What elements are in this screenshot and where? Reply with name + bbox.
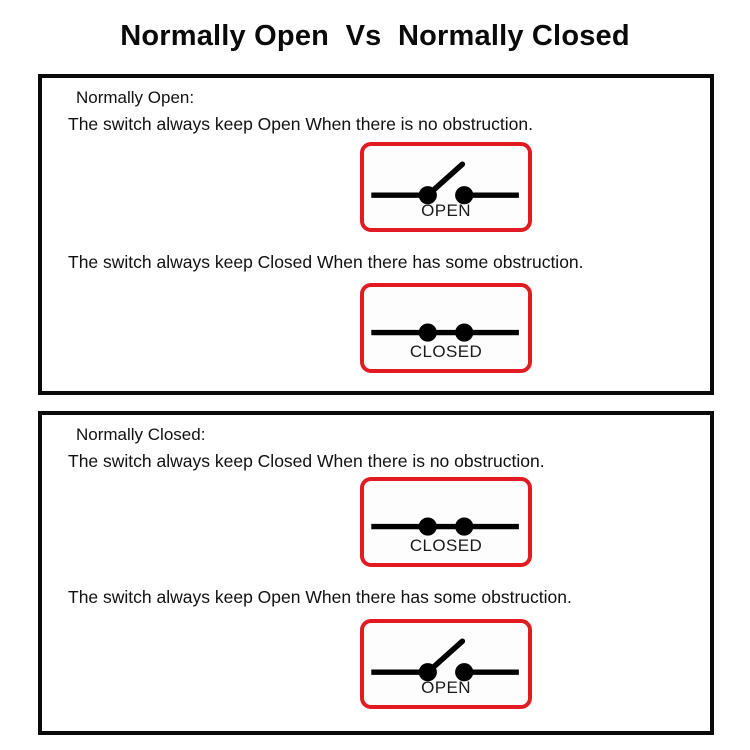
switch-symbol-open: OPEN xyxy=(360,142,532,232)
panel-heading-normally-closed: Normally Closed: xyxy=(76,425,206,444)
switch-closed-icon xyxy=(371,323,519,342)
switch-symbol-label: CLOSED xyxy=(409,536,483,555)
switch-symbol-label: CLOSED xyxy=(409,342,483,361)
switch-symbol-open: OPEN xyxy=(360,619,532,709)
panel-description-some-obstruction: The switch always keep Open When there h… xyxy=(68,587,572,607)
panel-description-some-obstruction: The switch always keep Closed When there… xyxy=(68,252,584,272)
switch-open-icon xyxy=(371,638,519,682)
panel-normally-closed: Normally Closed: The switch always keep … xyxy=(38,411,714,735)
panel-normally-open: Normally Open: The switch always keep Op… xyxy=(38,74,714,395)
switch-symbol-closed: CLOSED xyxy=(360,283,532,373)
panel-description-no-obstruction: The switch always keep Closed When there… xyxy=(68,451,545,471)
panel-heading-normally-open: Normally Open: xyxy=(76,88,195,107)
page-title: Normally Open Vs Normally Closed xyxy=(120,20,630,52)
panel-description-no-obstruction: The switch always keep Open When there i… xyxy=(68,114,533,134)
switch-symbol-label: OPEN xyxy=(421,678,471,697)
panel-content: Normally Closed: The switch always keep … xyxy=(42,415,710,731)
switch-symbol-closed: CLOSED xyxy=(360,477,532,567)
switch-symbol-label: OPEN xyxy=(421,201,471,220)
switch-closed-icon xyxy=(371,517,519,536)
switch-open-icon xyxy=(371,161,519,205)
panel-content: Normally Open: The switch always keep Op… xyxy=(42,78,710,391)
